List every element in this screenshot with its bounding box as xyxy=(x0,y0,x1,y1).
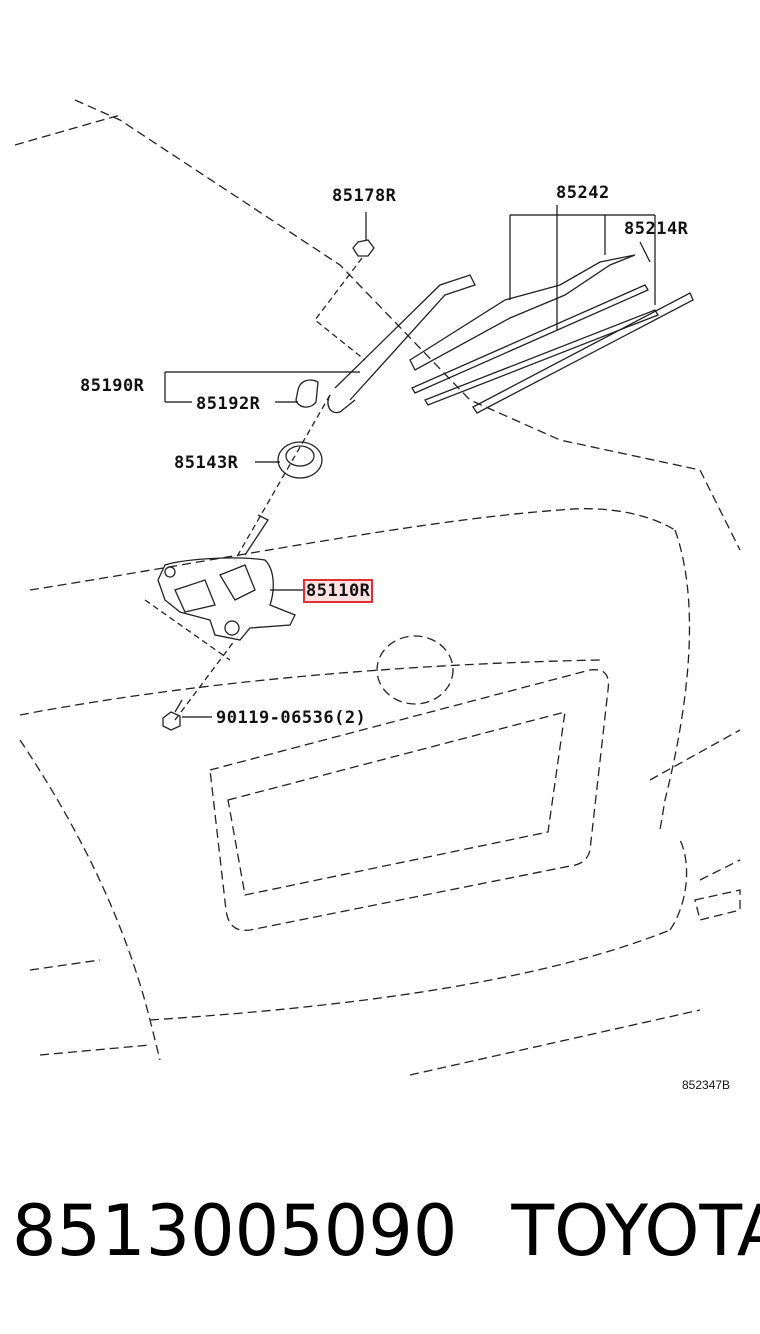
leader-lines xyxy=(164,205,656,718)
vehicle-body-outline xyxy=(14,99,741,1076)
license-plate-recess xyxy=(209,635,610,931)
footer: 8513005090 TOYOTA xyxy=(12,1190,760,1272)
brand-name: TOYOTA xyxy=(511,1190,760,1272)
part-number: 8513005090 xyxy=(12,1190,458,1272)
parts-diagram xyxy=(14,99,741,1076)
callout-85110-highlighted: 85110R xyxy=(302,579,374,603)
callout-85143: 85143R xyxy=(174,453,239,473)
callout-85178: 85178R xyxy=(332,186,397,206)
callout-85190: 85190R xyxy=(80,376,145,396)
wiper-arm xyxy=(327,274,476,414)
wiper-blade xyxy=(409,254,694,414)
nut-85178 xyxy=(352,239,375,257)
callout-85242: 85242 xyxy=(556,183,610,203)
diagram-reference-code: 852347B xyxy=(682,1078,731,1092)
callout-85192: 85192R xyxy=(196,394,261,414)
cap-85192 xyxy=(295,379,319,408)
bolt-90119 xyxy=(162,699,183,731)
assembly-lines xyxy=(144,257,366,721)
callout-90119: 90119-06536(2) xyxy=(216,708,367,728)
grommet-85143 xyxy=(277,441,323,479)
callout-85214: 85214R xyxy=(624,219,689,239)
wiper-motor xyxy=(157,514,296,641)
